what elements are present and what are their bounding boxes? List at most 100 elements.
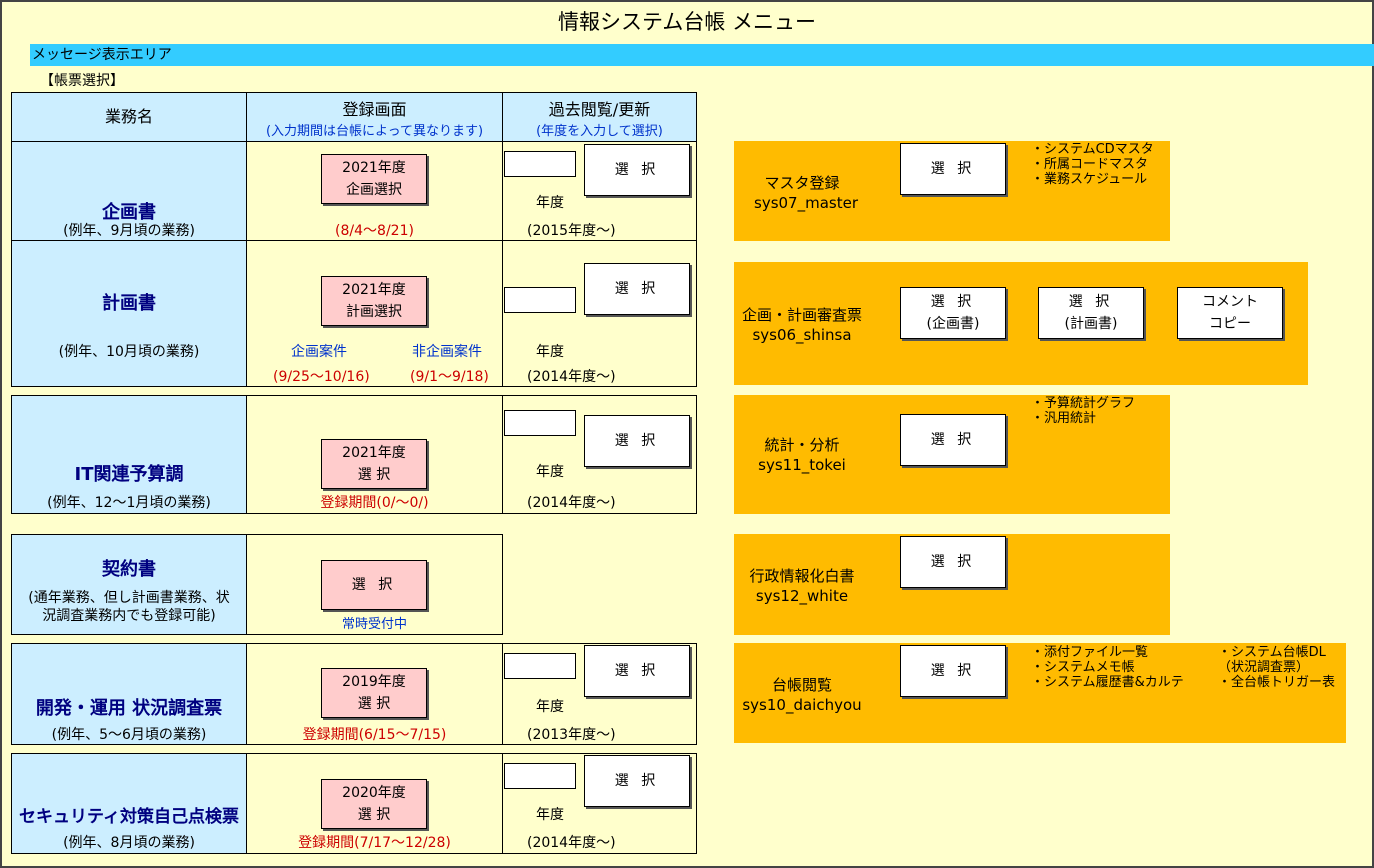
year-label: 年度	[536, 807, 564, 823]
panel-label: 企画・計画審査票	[741, 306, 862, 324]
row-security-register-cell: 2020年度 選 択 登録期間(7/17～12/28)	[246, 753, 503, 854]
past-select-button[interactable]: 選 択	[584, 755, 690, 807]
case2-label: 非企画案件	[412, 344, 482, 360]
panel-code: sys11_tokei	[758, 456, 846, 474]
past-select-button[interactable]: 選 択	[584, 263, 690, 315]
keiyaku-register-button[interactable]: 選 択	[321, 560, 427, 610]
panel-tokei-notes: ・予算統計グラフ ・汎用統計	[1031, 396, 1135, 426]
panel-daichyou-notes-2: ・システム台帳DL （状況調査票） ・全台帳トリガー表	[1218, 645, 1335, 690]
header-past-note: (年度を入力して選択)	[536, 124, 663, 139]
register-period: 登録期間(0/～0/)	[320, 495, 429, 511]
year-label: 年度	[536, 195, 564, 211]
year-input[interactable]	[504, 287, 576, 313]
button-label: 選 択	[357, 696, 391, 712]
row-note: (例年、5～6月頃の業務)	[51, 727, 207, 743]
message-area: メッセージ表示エリア	[30, 44, 1374, 66]
button-year: 2019年度	[342, 674, 406, 690]
note-item: ・汎用統計	[1031, 411, 1097, 426]
page-title: 情報システム台帳 メニュー	[557, 10, 817, 34]
panel-label: マスタ登録	[764, 174, 840, 192]
note-item: ・全台帳トリガー表	[1218, 675, 1336, 690]
row-status-survey-name-cell: 開発・運用 状況調査票 (例年、5～6月頃の業務)	[11, 643, 247, 745]
note-item: ・予算統計グラフ	[1031, 396, 1136, 411]
security-register-button[interactable]: 2020年度 選 択	[321, 779, 427, 829]
note-item: ・所属コードマスタ	[1031, 157, 1149, 172]
button-label: 選 択	[357, 807, 391, 823]
note-item: ・業務スケジュール	[1031, 172, 1148, 187]
button-label: 選 択	[357, 467, 391, 483]
keikaku-register-button[interactable]: 2021年度 計画選択	[321, 276, 427, 326]
year-input[interactable]	[504, 151, 576, 177]
past-select-button[interactable]: 選 択	[584, 144, 690, 196]
note-item: ・システムメモ帳	[1031, 660, 1135, 675]
row-name: 開発・運用 状況調査票	[35, 698, 223, 719]
panel-code: sys10_daichyou	[742, 696, 862, 714]
header-register: 登録画面 (入力期間は台帳によって異なります)	[246, 92, 503, 142]
kikaku-register-button[interactable]: 2021年度 企画選択	[321, 154, 427, 204]
year-label: 年度	[536, 464, 564, 480]
panel-code: sys12_white	[755, 587, 849, 605]
panel-shinsa: 企画・計画審査票 sys06_shinsa 選 択 (企画書) 選 択 (計画書…	[734, 262, 1308, 385]
panel-code: sys06_shinsa	[752, 326, 852, 344]
case1-label: 企画案件	[291, 344, 347, 360]
since-year: (2014年度～)	[527, 369, 616, 385]
white-select-button[interactable]: 選 択	[900, 536, 1006, 588]
row-it-budget-past-cell: 選 択 年度 (2014年度～)	[502, 395, 697, 514]
year-input[interactable]	[504, 653, 576, 679]
button-year: 2020年度	[342, 785, 406, 801]
section-label: 【帳票選択】	[40, 73, 124, 89]
row-security-name-cell: セキュリティ対策自己点検票 (例年、8月頃の業務)	[11, 753, 247, 854]
row-name: IT関連予算調	[74, 464, 184, 485]
year-input[interactable]	[504, 410, 576, 436]
row-kikakusho-name-cell: 企画書 (例年、9月頃の業務)	[11, 141, 247, 241]
register-period: 登録期間(7/17～12/28)	[298, 835, 451, 851]
row-keikakusho-past-cell: 選 択 年度 (2014年度～)	[502, 240, 697, 387]
master-select-button[interactable]: 選 択	[900, 143, 1006, 195]
since-year: (2014年度～)	[527, 495, 616, 511]
row-status-survey-register-cell: 2019年度 選 択 登録期間(6/15～7/15)	[246, 643, 503, 745]
row-security-past-cell: 選 択 年度 (2014年度～)	[502, 753, 697, 854]
past-select-button[interactable]: 選 択	[584, 645, 690, 697]
row-name: 企画書	[102, 202, 156, 223]
row-note-line1: (通年業務、但し計画書業務、状	[28, 590, 230, 606]
row-it-budget-register-cell: 2021年度 選 択 登録期間(0/～0/)	[246, 395, 503, 514]
row-name: 計画書	[102, 293, 156, 314]
row-note: (例年、12～1月頃の業務)	[47, 495, 211, 511]
panel-master-notes: ・システムCDマスタ ・所属コードマスタ ・業務スケジュール	[1031, 142, 1154, 187]
it-budget-register-button[interactable]: 2021年度 選 択	[321, 439, 427, 489]
note-item: ・システム履歴書&カルテ	[1031, 675, 1184, 690]
comment-copy-button[interactable]: コメント コピー	[1177, 287, 1283, 339]
tokei-select-button[interactable]: 選 択	[900, 414, 1006, 466]
panel-white-label-block: 行政情報化白書 sys12_white	[740, 566, 864, 606]
shinsa-kikaku-select-button[interactable]: 選 択 (企画書)	[900, 287, 1006, 339]
register-period: (8/4～8/21)	[335, 223, 414, 239]
panel-master: マスタ登録 sys07_master 選 択 ・システムCDマスタ ・所属コード…	[734, 141, 1170, 241]
note-item: ・添付ファイル一覧	[1031, 645, 1149, 660]
header-past-label: 過去閲覧/更新	[548, 100, 651, 119]
row-it-budget-name-cell: IT関連予算調 (例年、12～1月頃の業務)	[11, 395, 247, 514]
header-register-label: 登録画面	[342, 100, 407, 119]
button-label: 選 択	[1068, 294, 1114, 310]
header-business-name: 業務名	[11, 92, 247, 142]
header-past: 過去閲覧/更新 (年度を入力して選択)	[502, 92, 697, 142]
row-note-line2: 況調査業務内でも登録可能)	[42, 608, 216, 624]
year-label: 年度	[536, 344, 564, 360]
case1-period: (9/25～10/16)	[273, 369, 370, 385]
daichyou-select-button[interactable]: 選 択	[900, 645, 1006, 697]
header-business-name-label: 業務名	[104, 107, 153, 126]
panel-label: 統計・分析	[764, 436, 840, 454]
year-input[interactable]	[504, 763, 576, 789]
since-year: (2015年度～)	[527, 223, 616, 239]
past-select-button[interactable]: 選 択	[584, 415, 690, 467]
row-note: (例年、9月頃の業務)	[63, 223, 195, 239]
button-sublabel: (企画書)	[926, 316, 980, 332]
panel-label: 行政情報化白書	[749, 567, 855, 585]
row-kikakusho-past-cell: 選 択 年度 (2015年度～)	[502, 141, 697, 241]
panel-daichyou-label-block: 台帳閲覧 sys10_daichyou	[740, 675, 864, 715]
shinsa-keikaku-select-button[interactable]: 選 択 (計画書)	[1038, 287, 1144, 339]
status-survey-register-button[interactable]: 2019年度 選 択	[321, 668, 427, 718]
button-label: コメント	[1202, 294, 1258, 310]
panel-master-label-block: マスタ登録 sys07_master	[754, 173, 858, 213]
since-year: (2013年度～)	[527, 727, 616, 743]
